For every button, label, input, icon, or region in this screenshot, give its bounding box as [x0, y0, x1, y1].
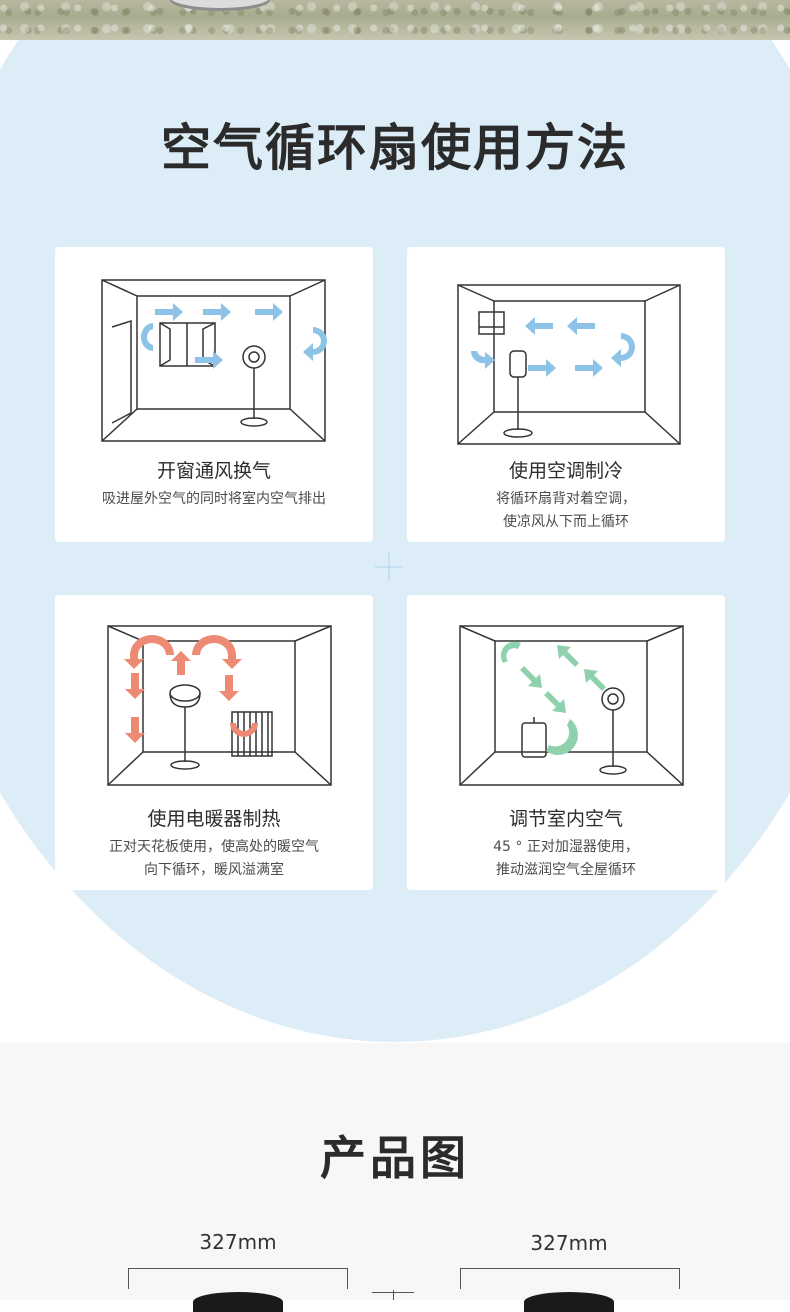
card-desc-line: 向下循环，暖风溢满室: [144, 862, 284, 878]
card-desc-line: 将循环扇背对着空调，: [496, 491, 636, 507]
card-description: 吸进屋外空气的同时将室内空气排出: [55, 488, 373, 511]
card-air-conditioning: 使用空调制冷 将循环扇背对着空调， 使凉风从下而上循环: [407, 247, 725, 542]
card-title: 使用电暖器制热: [147, 808, 281, 830]
dimension-line-left: [128, 1268, 348, 1289]
product-section: [0, 1043, 790, 1300]
fan-product-image-right: [524, 1292, 614, 1312]
card-desc-line: 正对天花板使用，使高处的暖空气: [109, 839, 319, 855]
rug-texture: [0, 0, 790, 40]
airflow-arrows: [124, 635, 258, 743]
dimension-label-right: 327mm: [530, 1231, 608, 1255]
card-humidifier: 调节室内空气 45 ° 正对加湿器使用， 推动滋润空气全屋循环: [407, 595, 725, 890]
room-window-illustration: [101, 279, 327, 442]
plus-divider-icon: [375, 553, 403, 585]
card-ventilation: 开窗通风换气 吸进屋外空气的同时将室内空气排出: [55, 247, 373, 542]
card-description: 45 ° 正对加湿器使用， 推动滋润空气全屋循环: [407, 836, 725, 882]
card-title: 开窗通风换气: [156, 460, 271, 482]
room-ac-illustration: [457, 284, 681, 445]
center-divider-tick: [393, 1290, 394, 1300]
fan-product-image-left: [193, 1292, 283, 1312]
dimension-line-right: [460, 1268, 680, 1289]
card-description: 将循环扇背对着空调， 使凉风从下而上循环: [407, 488, 725, 534]
product-title: 产品图: [320, 1131, 470, 1185]
room-heater-illustration: [107, 625, 332, 786]
room-humidifier-illustration: [459, 625, 684, 786]
usage-title: 空气循环扇使用方法: [161, 119, 629, 177]
dimension-label-left: 327mm: [199, 1230, 277, 1254]
airflow-arrows: [141, 303, 327, 369]
card-title: 调节室内空气: [508, 808, 623, 830]
card-desc-line: 推动滋润空气全屋循环: [496, 862, 636, 878]
airflow-arrows: [500, 641, 606, 755]
card-heater: 使用电暖器制热 正对天花板使用，使高处的暖空气 向下循环，暖风溢满室: [55, 595, 373, 890]
airflow-arrows: [470, 317, 635, 377]
card-description: 正对天花板使用，使高处的暖空气 向下循环，暖风溢满室: [55, 836, 373, 882]
fan-base-photo: [170, 0, 270, 8]
card-desc-line: 使凉风从下而上循环: [503, 514, 629, 530]
card-desc-line: 吸进屋外空气的同时将室内空气排出: [102, 491, 326, 507]
top-product-photo: [0, 0, 790, 40]
card-desc-line: 45 ° 正对加湿器使用，: [493, 839, 639, 855]
card-title: 使用空调制冷: [508, 460, 623, 482]
